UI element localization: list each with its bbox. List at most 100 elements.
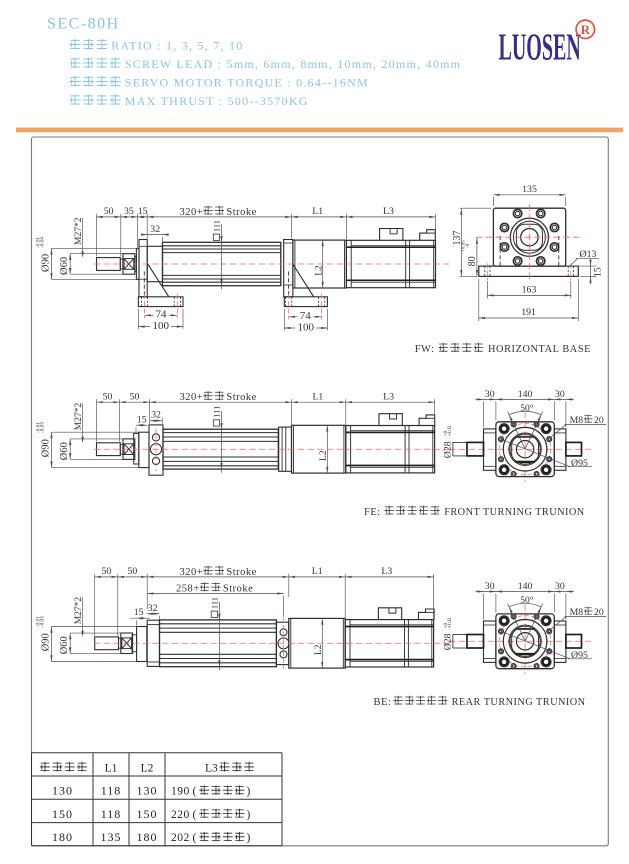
svg-text:M8: M8: [570, 415, 584, 426]
svg-text:L2: L2: [314, 644, 324, 655]
svg-text:+0.05: +0.05: [460, 240, 466, 252]
svg-text:50: 50: [104, 206, 114, 217]
svg-text:15: 15: [137, 414, 147, 425]
svg-text:Stroke: Stroke: [226, 207, 256, 218]
svg-text:15: 15: [592, 267, 603, 277]
svg-text:130: 130: [137, 784, 158, 798]
svg-text:74: 74: [156, 309, 168, 321]
svg-text:Stroke: Stroke: [226, 567, 256, 578]
svg-text:FW:: FW:: [415, 344, 435, 355]
svg-text:): ): [247, 809, 251, 821]
svg-text:150: 150: [137, 807, 158, 821]
svg-text:320+: 320+: [180, 567, 204, 578]
svg-text:Ø90: Ø90: [41, 254, 52, 272]
svg-text:+0: +0: [443, 622, 449, 628]
svg-text:50: 50: [130, 391, 140, 402]
svg-text:137: 137: [452, 231, 463, 246]
svg-text:-0.03: -0.03: [40, 616, 46, 627]
svg-text:Stroke: Stroke: [226, 392, 256, 403]
svg-text:Stroke: Stroke: [223, 583, 253, 594]
svg-text:50°: 50°: [520, 595, 534, 606]
svg-text:220: 220: [171, 809, 190, 821]
svg-text:30: 30: [555, 389, 565, 400]
svg-text:30: 30: [485, 389, 495, 400]
svg-text:100: 100: [298, 322, 315, 334]
svg-text:L1: L1: [312, 391, 323, 402]
svg-text:L2: L2: [319, 450, 329, 461]
svg-text:191: 191: [521, 307, 536, 318]
svg-text:Ø60: Ø60: [59, 442, 70, 460]
svg-text:L2: L2: [315, 265, 325, 276]
svg-text:15: 15: [134, 607, 144, 618]
svg-text:REAR TURNING TRUNION: REAR TURNING TRUNION: [452, 697, 586, 708]
svg-text:(: (: [193, 786, 197, 798]
svg-text:L2: L2: [141, 763, 154, 775]
svg-text:140: 140: [518, 581, 533, 592]
svg-text:Ø28: Ø28: [443, 633, 454, 650]
svg-text:32: 32: [150, 224, 160, 235]
svg-text:Ø95: Ø95: [571, 650, 588, 661]
svg-text:SERVO MOTOR TORQUE : 0.64--16N: SERVO MOTOR TORQUE : 0.64--16NM: [125, 76, 369, 90]
svg-text:320+: 320+: [180, 392, 204, 403]
svg-text:180: 180: [137, 830, 158, 844]
svg-text:Ø90: Ø90: [41, 439, 52, 457]
svg-text:+0: +0: [443, 430, 449, 436]
svg-text:30: 30: [485, 581, 495, 592]
svg-text:163: 163: [522, 285, 537, 296]
svg-text:320+: 320+: [180, 207, 204, 218]
svg-text:118: 118: [101, 784, 122, 798]
svg-text:-0.04: -0.04: [40, 237, 46, 248]
svg-text:111: 111: [210, 597, 220, 609]
svg-text:LUOSEN: LUOSEN: [499, 26, 581, 69]
svg-text:15: 15: [138, 206, 148, 217]
svg-text:100: 100: [152, 320, 169, 332]
svg-text:-0.03: -0.03: [40, 422, 46, 433]
svg-text:202: 202: [171, 832, 190, 844]
svg-text:50: 50: [102, 566, 112, 577]
svg-text:Ø95: Ø95: [571, 458, 588, 469]
svg-text:Ø13: Ø13: [580, 249, 597, 260]
svg-text:135: 135: [101, 830, 122, 844]
svg-text:): ): [247, 786, 251, 798]
svg-text:140: 140: [518, 389, 533, 400]
svg-text:M8: M8: [570, 607, 584, 618]
svg-text:L3: L3: [383, 206, 394, 217]
svg-text:M27*2: M27*2: [74, 597, 84, 625]
svg-text:L1: L1: [105, 763, 118, 775]
svg-text:-0.01: -0.01: [35, 616, 41, 627]
svg-text:32: 32: [151, 409, 161, 420]
svg-text:74: 74: [300, 310, 312, 322]
svg-text:L3: L3: [205, 763, 218, 775]
svg-text:L1: L1: [312, 206, 323, 217]
svg-text:50°: 50°: [520, 403, 534, 414]
svg-text:-0.01: -0.01: [35, 237, 41, 248]
svg-text:180: 180: [52, 830, 73, 844]
svg-text:20: 20: [594, 607, 604, 618]
svg-text:L3: L3: [381, 566, 392, 577]
svg-text:80: 80: [467, 256, 478, 266]
svg-text:FE:: FE:: [364, 507, 381, 518]
svg-text:SCREW LEAD : 5mm, 6mm, 8mm, 10: SCREW LEAD : 5mm, 6mm, 8mm, 10mm, 20mm, …: [125, 57, 461, 71]
svg-text:35: 35: [124, 206, 134, 217]
svg-text:30: 30: [555, 581, 565, 592]
svg-text:118: 118: [101, 807, 122, 821]
svg-text:135: 135: [522, 184, 537, 195]
svg-text:M27*2: M27*2: [74, 217, 84, 245]
svg-text:HORIZONTAL BASE: HORIZONTAL BASE: [488, 344, 591, 355]
svg-text:Ø90: Ø90: [41, 633, 52, 651]
svg-text:258+: 258+: [176, 583, 200, 594]
svg-text:32: 32: [148, 603, 158, 614]
svg-text:MAX THRUST : 500--3570KG: MAX THRUST : 500--3570KG: [125, 94, 309, 108]
svg-text:111: 111: [212, 406, 222, 418]
svg-text:150: 150: [52, 807, 73, 821]
svg-text:RATIO : 1, 3, 5, 7, 10: RATIO : 1, 3, 5, 7, 10: [111, 39, 243, 53]
svg-text:Ø60: Ø60: [59, 636, 70, 654]
svg-text:M27*2: M27*2: [74, 403, 84, 431]
svg-text:111: 111: [212, 220, 222, 232]
svg-text:(: (: [193, 809, 197, 821]
svg-text:SEC-80H: SEC-80H: [47, 16, 120, 33]
svg-text:BE:: BE:: [374, 697, 392, 708]
svg-text:): ): [247, 832, 251, 844]
svg-text:Ø60: Ø60: [59, 257, 70, 275]
svg-text:L1: L1: [312, 566, 323, 577]
